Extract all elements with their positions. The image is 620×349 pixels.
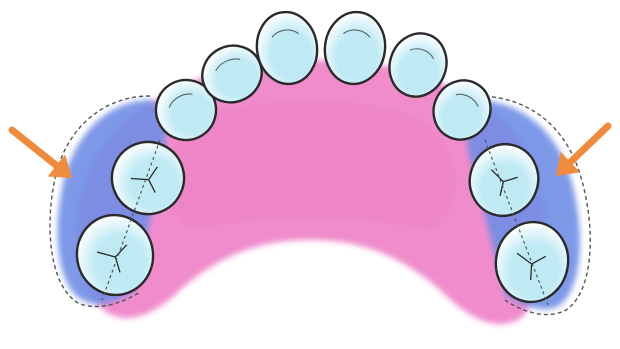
left-arrow-shaft — [12, 130, 56, 166]
left-arrow — [12, 130, 72, 178]
right-arrow — [556, 126, 608, 176]
right-arrow-shaft — [570, 126, 608, 162]
